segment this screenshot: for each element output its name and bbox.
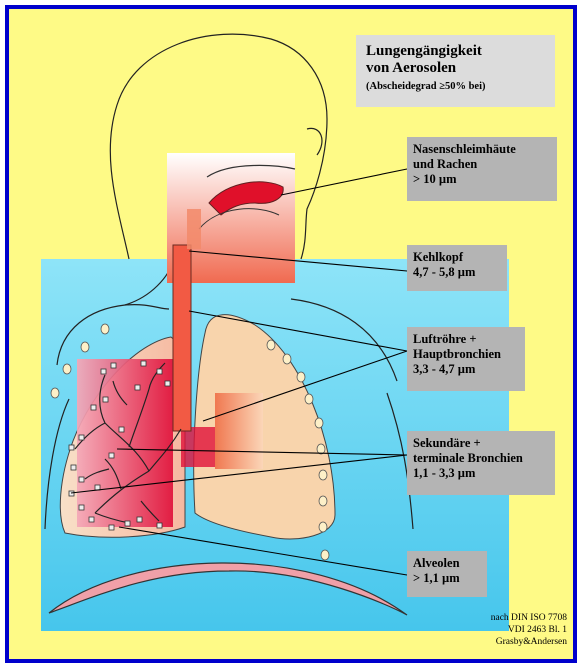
trachea xyxy=(173,245,191,431)
label-nasal-line-1: Nasenschleimhäute xyxy=(413,142,551,157)
title-box: Lungengängigkeit von Aerosolen (Abscheid… xyxy=(356,35,555,107)
label-bronchi-line-3: 1,1 - 3,3 µm xyxy=(413,466,549,481)
figure-frame: Lungengängigkeit von Aerosolen (Abscheid… xyxy=(5,5,577,663)
title-line-1: Lungengängigkeit xyxy=(366,43,545,60)
label-larynx-line-2: 4,7 - 5,8 µm xyxy=(413,265,501,280)
source-line-3: Grasby&Andersen xyxy=(429,636,567,648)
label-bronchi: Sekundäre + terminale Bronchien 1,1 - 3,… xyxy=(407,431,555,495)
title-subtitle: (Abscheidegrad ≥50% bei) xyxy=(366,80,545,94)
label-nasal-line-2: und Rachen xyxy=(413,157,551,172)
label-larynx: Kehlkopf 4,7 - 5,8 µm xyxy=(407,245,507,291)
bronchi-region xyxy=(77,359,173,527)
label-trachea: Luftröhre + Hauptbronchien 3,3 - 4,7 µm xyxy=(407,327,525,391)
label-bronchi-line-2: terminale Bronchien xyxy=(413,451,549,466)
label-alveoli-line-2: > 1,1 µm xyxy=(413,571,481,586)
label-larynx-line-1: Kehlkopf xyxy=(413,250,501,265)
source-note: nach DIN ISO 7708 VDI 2463 Bl. 1 Grasby&… xyxy=(429,612,567,648)
label-bronchi-line-1: Sekundäre + xyxy=(413,436,549,451)
label-nasal-line-3: > 10 µm xyxy=(413,172,551,187)
label-nasal: Nasenschleimhäute und Rachen > 10 µm xyxy=(407,137,557,201)
label-trachea-line-2: Hauptbronchien xyxy=(413,347,519,362)
label-alveoli-line-1: Alveolen xyxy=(413,556,481,571)
title-line-2: von Aerosolen xyxy=(366,60,545,77)
pharynx xyxy=(187,209,201,249)
label-trachea-line-1: Luftröhre + xyxy=(413,332,519,347)
source-line-1: nach DIN ISO 7708 xyxy=(429,612,567,624)
heart-region xyxy=(215,393,263,469)
label-trachea-line-3: 3,3 - 4,7 µm xyxy=(413,362,519,377)
source-line-2: VDI 2463 Bl. 1 xyxy=(429,624,567,636)
ear-outline xyxy=(307,128,322,155)
label-alveoli: Alveolen > 1,1 µm xyxy=(407,551,487,597)
main-bronchi-region xyxy=(181,427,215,467)
